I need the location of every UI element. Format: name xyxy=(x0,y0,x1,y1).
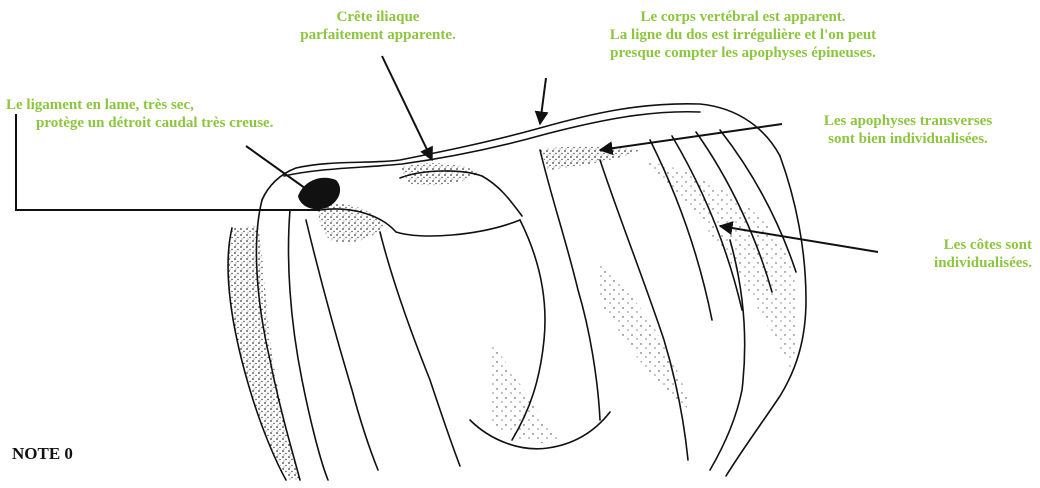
label-line: sont bien individualisées. xyxy=(782,130,1034,148)
corps-arrow xyxy=(540,78,546,124)
hip-to-flank-line xyxy=(540,150,600,420)
ligament-arrow xyxy=(246,146,316,196)
apophyses-arrow xyxy=(600,124,782,150)
label-ligament: Le ligament en lame, très sec, protège u… xyxy=(6,96,398,132)
label-crete-iliaque: Crête iliaque parfaitement apparente. xyxy=(258,8,498,44)
label-line: Le corps vertébral est apparent. xyxy=(528,8,958,26)
label-apophyses-transverses: Les apophyses transverses sont bien indi… xyxy=(782,112,1034,148)
label-line: Le ligament en lame, très sec, xyxy=(6,96,398,114)
loin-shading xyxy=(540,146,640,170)
label-line: La ligne du dos est irrégulière et l'on … xyxy=(528,26,958,44)
label-line: protège un détroit caudal très creuse. xyxy=(6,114,398,132)
left-thigh-inner xyxy=(306,220,378,470)
label-corps-vertebral: Le corps vertébral est apparent. La lign… xyxy=(528,8,958,62)
label-line: individualisées. xyxy=(870,254,1032,272)
label-line: parfaitement apparente. xyxy=(258,26,498,44)
label-line: presque compter les apophyses épineuses. xyxy=(528,44,958,62)
label-cotes: Les côtes sont individualisées. xyxy=(870,236,1032,272)
label-line: Crête iliaque xyxy=(258,8,498,26)
gaskin-line xyxy=(380,232,460,466)
label-line: Les côtes sont xyxy=(870,236,1032,254)
stifle-shading xyxy=(490,340,560,443)
tail-right xyxy=(289,210,329,480)
label-line: Les apophyses transverses xyxy=(782,112,1034,130)
note-score: NOTE 0 xyxy=(12,444,73,464)
